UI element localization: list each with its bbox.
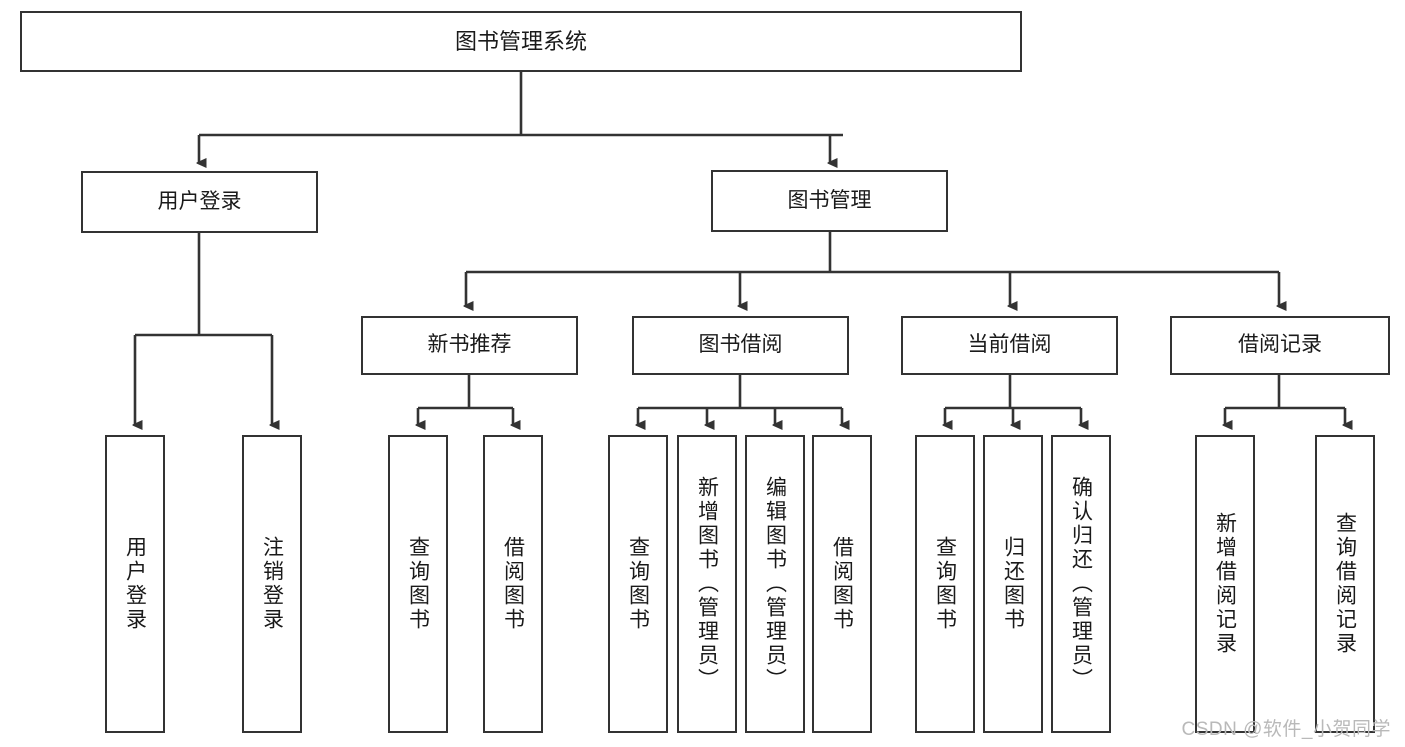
node-leaf-query-book-1[interactable]: 查询图书 — [388, 435, 448, 733]
node-leaf-confirm-return[interactable]: 确认归还（管理员） — [1051, 435, 1111, 733]
node-root-label: 图书管理系统 — [454, 28, 587, 54]
node-user-login[interactable]: 用户登录 — [81, 171, 318, 233]
node-leaf-query-book-2-label: 查询图书 — [626, 536, 650, 632]
node-leaf-return-book-label: 归还图书 — [1001, 536, 1025, 632]
node-leaf-user-logout[interactable]: 注销登录 — [242, 435, 302, 733]
node-leaf-query-record-label: 查询借阅记录 — [1333, 512, 1357, 656]
node-book-management-label: 图书管理 — [787, 188, 872, 212]
node-leaf-query-book-3-label: 查询图书 — [933, 536, 957, 632]
node-leaf-add-book-label: 新增图书（管理员） — [695, 476, 719, 692]
node-leaf-query-record[interactable]: 查询借阅记录 — [1315, 435, 1375, 733]
node-leaf-confirm-return-label: 确认归还（管理员） — [1069, 476, 1093, 692]
node-leaf-borrow-book-1-label: 借阅图书 — [501, 536, 525, 632]
node-leaf-return-book[interactable]: 归还图书 — [983, 435, 1043, 733]
node-book-borrow[interactable]: 图书借阅 — [632, 316, 849, 375]
node-leaf-borrow-book-2[interactable]: 借阅图书 — [812, 435, 872, 733]
node-leaf-borrow-book-2-label: 借阅图书 — [830, 536, 854, 632]
node-leaf-query-book-3[interactable]: 查询图书 — [915, 435, 975, 733]
node-new-book-recommend[interactable]: 新书推荐 — [361, 316, 578, 375]
node-current-borrow[interactable]: 当前借阅 — [901, 316, 1118, 375]
node-leaf-query-book-2[interactable]: 查询图书 — [608, 435, 668, 733]
node-leaf-user-login-label: 用户登录 — [123, 536, 147, 632]
node-book-borrow-label: 图书借阅 — [698, 333, 783, 357]
node-leaf-add-record[interactable]: 新增借阅记录 — [1195, 435, 1255, 733]
node-leaf-add-record-label: 新增借阅记录 — [1213, 512, 1237, 656]
node-user-login-label: 用户登录 — [157, 189, 242, 213]
node-leaf-user-login[interactable]: 用户登录 — [105, 435, 165, 733]
watermark: CSDN @软件_小贺同学 — [1181, 719, 1391, 740]
node-leaf-add-book[interactable]: 新增图书（管理员） — [677, 435, 737, 733]
node-current-borrow-label: 当前借阅 — [967, 333, 1052, 357]
node-new-book-recommend-label: 新书推荐 — [427, 333, 512, 357]
node-leaf-edit-book-label: 编辑图书（管理员） — [763, 476, 787, 692]
node-leaf-borrow-book-1[interactable]: 借阅图书 — [483, 435, 543, 733]
node-leaf-query-book-1-label: 查询图书 — [406, 536, 430, 632]
node-leaf-edit-book[interactable]: 编辑图书（管理员） — [745, 435, 805, 733]
node-book-management[interactable]: 图书管理 — [711, 170, 948, 232]
node-root[interactable]: 图书管理系统 — [20, 11, 1022, 72]
node-borrow-record[interactable]: 借阅记录 — [1170, 316, 1390, 375]
node-leaf-user-logout-label: 注销登录 — [260, 536, 284, 632]
node-borrow-record-label: 借阅记录 — [1238, 333, 1322, 357]
